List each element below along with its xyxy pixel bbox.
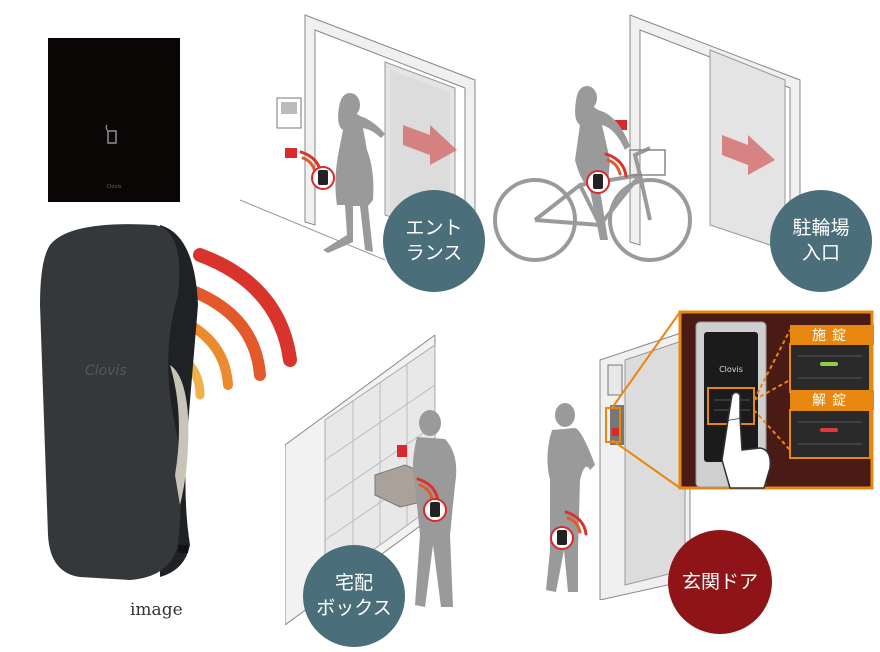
card-logo-icon <box>105 124 117 144</box>
card-brand-text: Clovis <box>107 184 122 190</box>
finger-tap-icon <box>721 391 772 489</box>
delivery-man-silhouette <box>412 410 457 607</box>
card-image: Clovis <box>48 38 180 202</box>
bicycle-scene <box>493 14 801 262</box>
delivery-box-scene <box>285 335 457 625</box>
unlock-label: 解錠 <box>790 390 874 410</box>
front-door-badge: 玄関ドア <box>668 530 772 634</box>
front-door-label: 玄関ドア <box>681 570 758 593</box>
card-reader-icon <box>557 530 567 545</box>
card-reader-icon <box>318 170 328 185</box>
unlock-red-led <box>820 428 838 432</box>
entrance-label-line1: エント <box>405 217 463 240</box>
lock-label: 施錠 <box>790 325 874 345</box>
delivery-badge: 宅配 ボックス <box>303 545 405 647</box>
direction-arrow-icon <box>722 135 775 175</box>
delivery-label-line1: 宅配 <box>334 572 373 595</box>
delivery-label-line2: ボックス <box>316 597 392 619</box>
bicycle-label-line2: 入口 <box>801 242 840 264</box>
resident-silhouette <box>546 403 595 592</box>
lock-panel-brand: Clovis <box>719 365 743 374</box>
image-caption: image <box>130 600 183 620</box>
woman-silhouette <box>323 93 385 253</box>
device-image: Clovis <box>40 224 297 580</box>
card-reader-icon <box>430 502 440 517</box>
entrance-label-line2: ランス <box>405 242 463 264</box>
lock-green-led <box>820 362 838 366</box>
card-reader-icon <box>593 174 603 189</box>
bicycle-label-line1: 駐輪場 <box>792 217 850 240</box>
direction-arrow-icon <box>403 125 457 165</box>
entrance-badge: エント ランス <box>383 190 485 292</box>
bicycle-badge: 駐輪場 入口 <box>770 190 872 292</box>
cyclist-silhouette <box>575 86 630 240</box>
device-brand-text: Clovis <box>85 363 127 379</box>
